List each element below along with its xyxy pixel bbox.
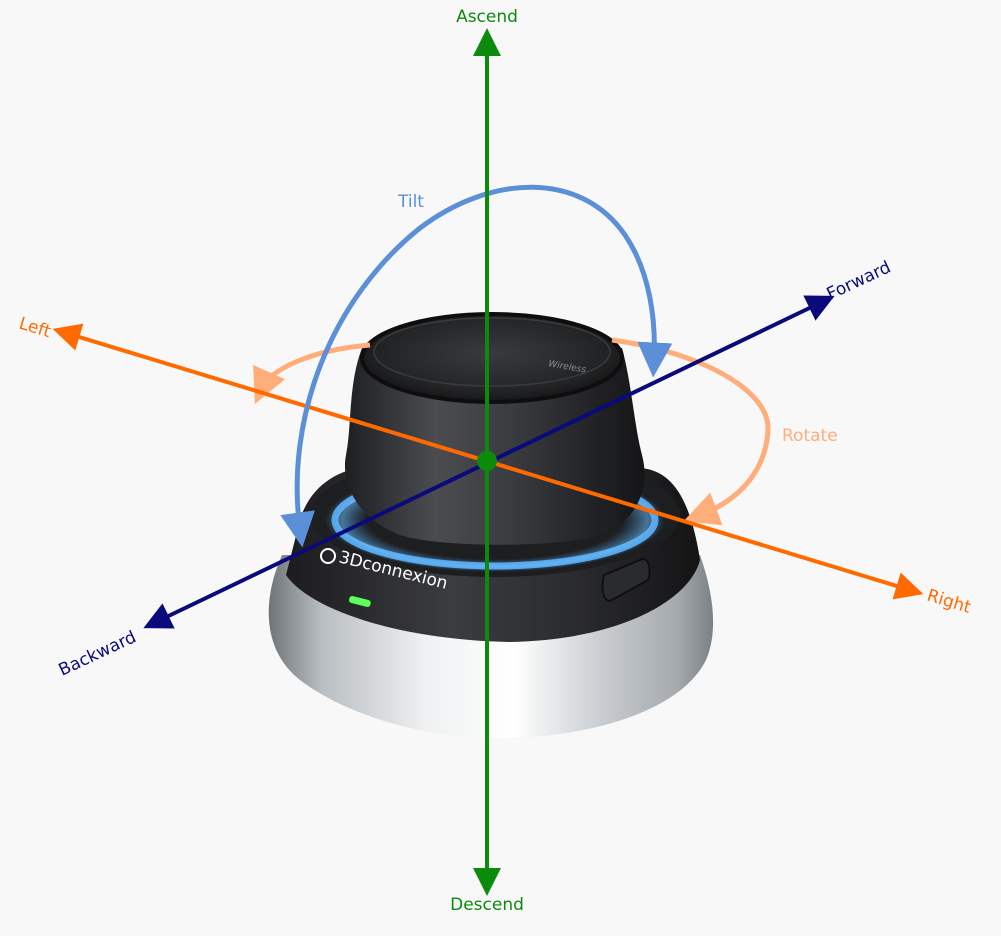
left-label: Left <box>17 314 54 343</box>
right-label: Right <box>925 586 974 618</box>
descend-label: Descend <box>450 895 524 915</box>
device-cap-top <box>360 312 624 404</box>
rotate-label: Rotate <box>782 426 838 446</box>
axis-origin-point <box>477 451 497 471</box>
forward-label: Forward <box>824 258 894 305</box>
ascend-label: Ascend <box>456 7 518 27</box>
tilt-label: Tilt <box>397 192 424 212</box>
spacemouse-device: Wireless 3Dconnexion <box>268 312 714 739</box>
backward-label: Backward <box>56 627 140 680</box>
